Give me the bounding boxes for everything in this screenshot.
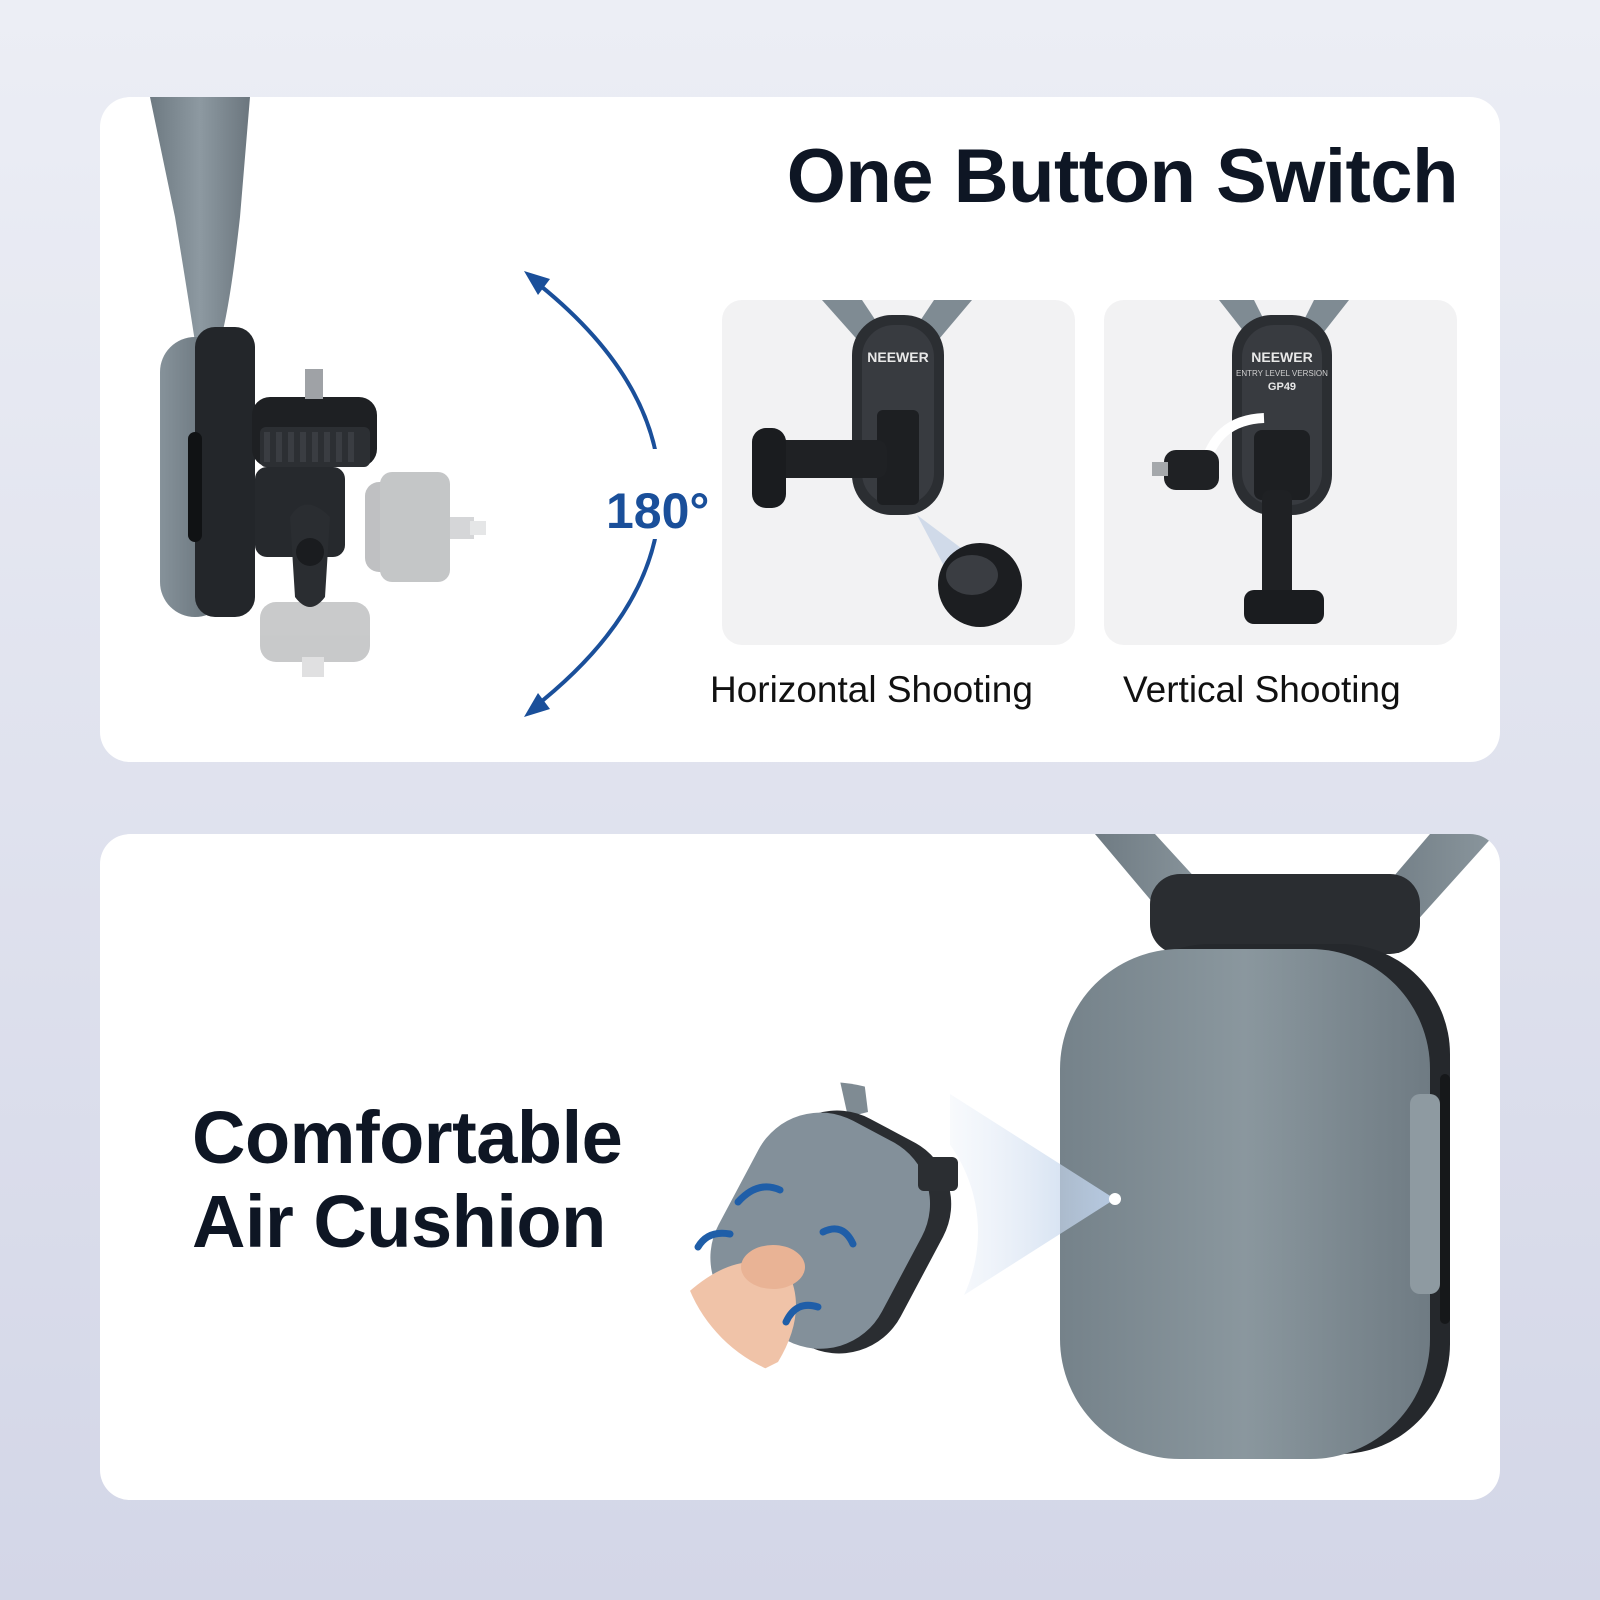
section-title-bottom: Comfortable Air Cushion — [192, 1096, 623, 1264]
mount-model: GP49 — [1268, 381, 1296, 393]
horizontal-shooting-image: NEEWER — [722, 300, 1075, 645]
squeeze-demo-image — [678, 1072, 988, 1392]
title-line-2: Air Cushion — [192, 1180, 606, 1263]
squeeze-arrows-icon — [694, 1183, 857, 1326]
section-title-top: One Button Switch — [786, 134, 1459, 219]
cushion-product-image — [950, 834, 1500, 1500]
mount-brand-logo: NEEWER — [867, 349, 928, 365]
one-button-switch-panel: One Button Switch — [100, 97, 1500, 762]
rotating-mount-illustration — [140, 97, 510, 677]
vertical-shooting-image: NEEWER ENTRY LEVEL VERSION GP49 — [1104, 300, 1457, 645]
mount-subline: ENTRY LEVEL VERSION — [1236, 369, 1328, 378]
title-line-1: Comfortable — [192, 1096, 623, 1179]
mount-brand-logo-vertical: NEEWER — [1251, 349, 1312, 365]
air-cushion-panel: Comfortable Air Cushion — [100, 834, 1500, 1500]
rotation-arc-icon — [520, 269, 680, 719]
rotation-degree-label: 180° — [606, 483, 710, 539]
caption-vertical-shooting: Vertical Shooting — [1123, 669, 1401, 710]
caption-horizontal-shooting: Horizontal Shooting — [710, 669, 1033, 710]
